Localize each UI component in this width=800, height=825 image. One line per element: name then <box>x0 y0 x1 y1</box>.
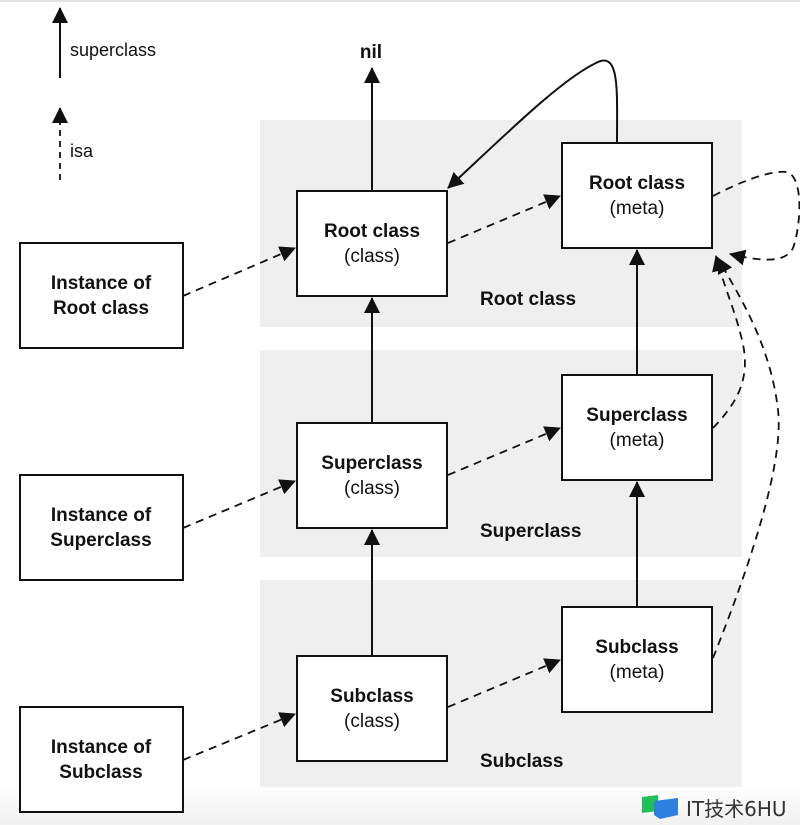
subclass-meta-box <box>561 606 713 713</box>
watermark: IT技术6HU <box>640 790 787 824</box>
subclass-class-subtitle: (class) <box>344 711 400 732</box>
nil-label: nil <box>360 42 382 63</box>
instance-subclass-box <box>19 706 184 813</box>
isa-arrow-submeta-to-rootmeta <box>712 257 780 659</box>
subclass-class-title: Subclass <box>330 686 413 707</box>
isa-arrow-instance-root <box>182 246 296 297</box>
band-label-root-class: Root class <box>480 289 576 310</box>
isa-arrow-superclass-to-supermeta <box>447 426 561 476</box>
isa-arrow-subclass-to-submeta <box>447 658 561 708</box>
subclass-meta-subtitle: (meta) <box>610 662 665 683</box>
instance-superclass-line2: Superclass <box>50 530 151 551</box>
isa-arrow-instance-sub <box>182 712 296 761</box>
instance-superclass-line1: Instance of <box>51 505 152 526</box>
instance-root-line2: Root class <box>53 298 149 319</box>
isa-arrow-supermeta-to-rootmeta <box>712 255 746 429</box>
subclass-meta-title: Subclass <box>595 637 678 658</box>
root-meta-title: Root class <box>589 173 685 194</box>
root-class-box <box>296 190 448 297</box>
root-meta-box <box>561 142 713 249</box>
instance-root-box <box>19 242 184 349</box>
superclass-meta-subtitle: (meta) <box>610 430 665 451</box>
superclass-class-box <box>296 422 448 529</box>
band-label-superclass: Superclass <box>480 521 581 542</box>
root-meta-subtitle: (meta) <box>610 198 665 219</box>
isa-arrow-rootmeta-self <box>712 170 800 266</box>
legend-isa-label: isa <box>70 141 94 161</box>
instance-superclass-box <box>19 474 184 581</box>
superclass-class-title: Superclass <box>321 453 422 474</box>
root-class-title: Root class <box>324 221 420 242</box>
instance-subclass-line1: Instance of <box>51 737 152 758</box>
legend-superclass-label: superclass <box>70 40 156 60</box>
superclass-class-subtitle: (class) <box>344 478 400 499</box>
root-class-subtitle: (class) <box>344 246 400 267</box>
top-border <box>0 0 800 2</box>
book-logo-icon <box>642 795 678 819</box>
superclass-arrow-rootmeta-to-rootclass <box>447 59 619 189</box>
superclass-meta-title: Superclass <box>586 405 687 426</box>
watermark-text: IT技术6HU <box>686 796 787 821</box>
band-label-subclass: Subclass <box>480 751 563 772</box>
instance-subclass-line2: Subclass <box>59 762 142 783</box>
instance-root-line1: Instance of <box>51 273 152 294</box>
superclass-meta-box <box>561 374 713 481</box>
isa-arrow-rootclass-to-rootmeta <box>447 194 561 244</box>
isa-arrow-instance-super <box>182 479 296 529</box>
subclass-class-box <box>296 655 448 762</box>
